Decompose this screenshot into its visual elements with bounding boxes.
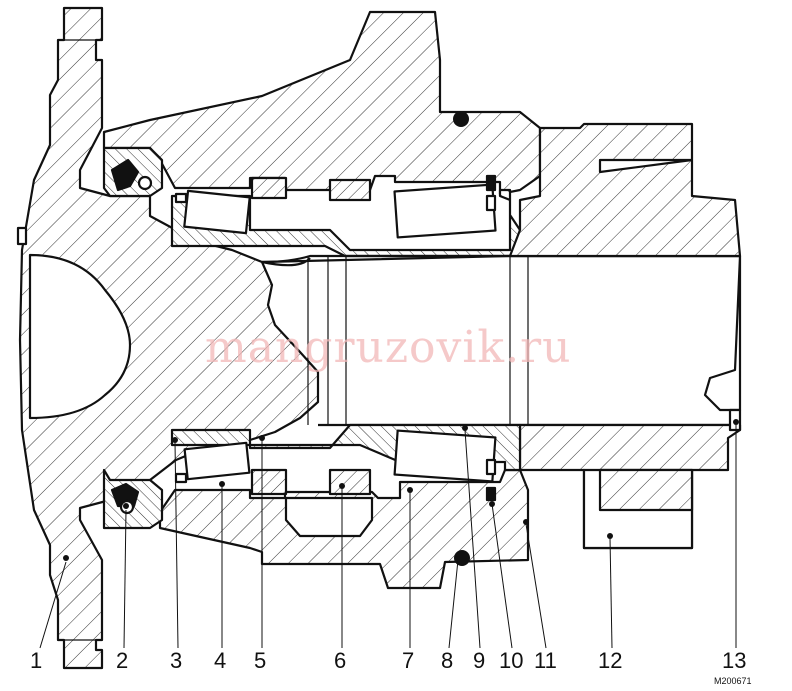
label-5: 5 xyxy=(254,648,266,673)
label-1: 1 xyxy=(30,648,42,673)
watermark: mangruzovik.ru xyxy=(205,322,571,373)
label-9: 9 xyxy=(473,648,485,673)
label-12: 12 xyxy=(598,648,622,673)
housing-upper xyxy=(102,10,542,198)
drawing-code: M200671 xyxy=(714,676,752,686)
part-labels: 1 2 3 4 5 6 7 8 9 10 11 12 13 M200671 xyxy=(30,648,752,686)
label-3: 3 xyxy=(170,648,182,673)
bearing-upper xyxy=(170,174,522,258)
o-ring-lower xyxy=(454,550,470,566)
label-13: 13 xyxy=(722,648,746,673)
label-6: 6 xyxy=(334,648,346,673)
drive-flange xyxy=(508,122,742,550)
leader-lines xyxy=(39,419,739,649)
label-10: 10 xyxy=(499,648,523,673)
label-8: 8 xyxy=(441,648,453,673)
label-2: 2 xyxy=(116,648,128,673)
label-4: 4 xyxy=(214,648,226,673)
o-ring-upper xyxy=(453,111,469,127)
label-11: 11 xyxy=(534,648,557,673)
bearing-lower xyxy=(170,423,522,538)
label-7: 7 xyxy=(402,648,414,673)
